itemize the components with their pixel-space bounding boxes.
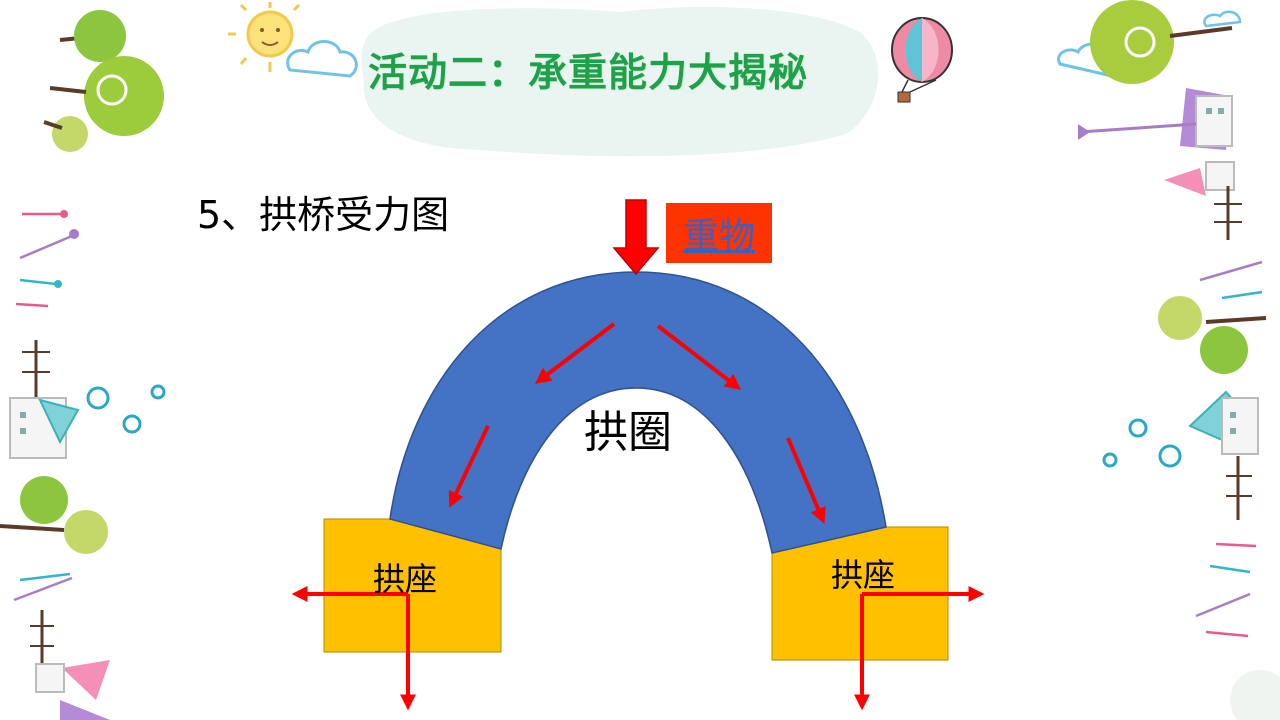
sun-icon bbox=[228, 2, 301, 72]
hot-air-balloon-icon bbox=[891, 17, 953, 103]
arch-ring bbox=[389, 271, 887, 554]
cloud-icon bbox=[286, 40, 358, 78]
left-abutment-label: 拱座 bbox=[373, 560, 438, 598]
house-icon bbox=[9, 340, 80, 459]
left-abutment bbox=[323, 518, 502, 653]
house-icon bbox=[1188, 390, 1259, 520]
section-heading: 5、拱桥受力图 bbox=[197, 193, 450, 237]
force-arrow-upper-right bbox=[656, 324, 742, 390]
heart-flower-icon bbox=[1195, 542, 1280, 720]
heart-flower-icon bbox=[15, 210, 79, 308]
force-arrow-lower-right bbox=[786, 437, 826, 524]
title-cloud-icon bbox=[361, 7, 879, 157]
tree-icon bbox=[43, 10, 164, 152]
page-title: 活动二：承重能力大揭秘 bbox=[368, 51, 809, 96]
house-icon bbox=[1078, 88, 1242, 240]
weight-box: 重物 bbox=[666, 203, 772, 263]
force-arrow-lower-left bbox=[448, 425, 490, 508]
force-arrow-upper-left bbox=[534, 322, 616, 384]
circle-dots-icon bbox=[1102, 418, 1182, 468]
heart-flower-icon bbox=[1158, 260, 1267, 374]
circle-dots-icon bbox=[86, 384, 166, 434]
weight-label[interactable]: 重物 bbox=[682, 216, 755, 257]
weight-force-arrow bbox=[612, 199, 660, 276]
arch-label: 拱圈 bbox=[584, 407, 672, 458]
tree-icon bbox=[0, 476, 110, 720]
right-abutment-label: 拱座 bbox=[831, 556, 896, 594]
tree-icon bbox=[1057, 0, 1242, 84]
